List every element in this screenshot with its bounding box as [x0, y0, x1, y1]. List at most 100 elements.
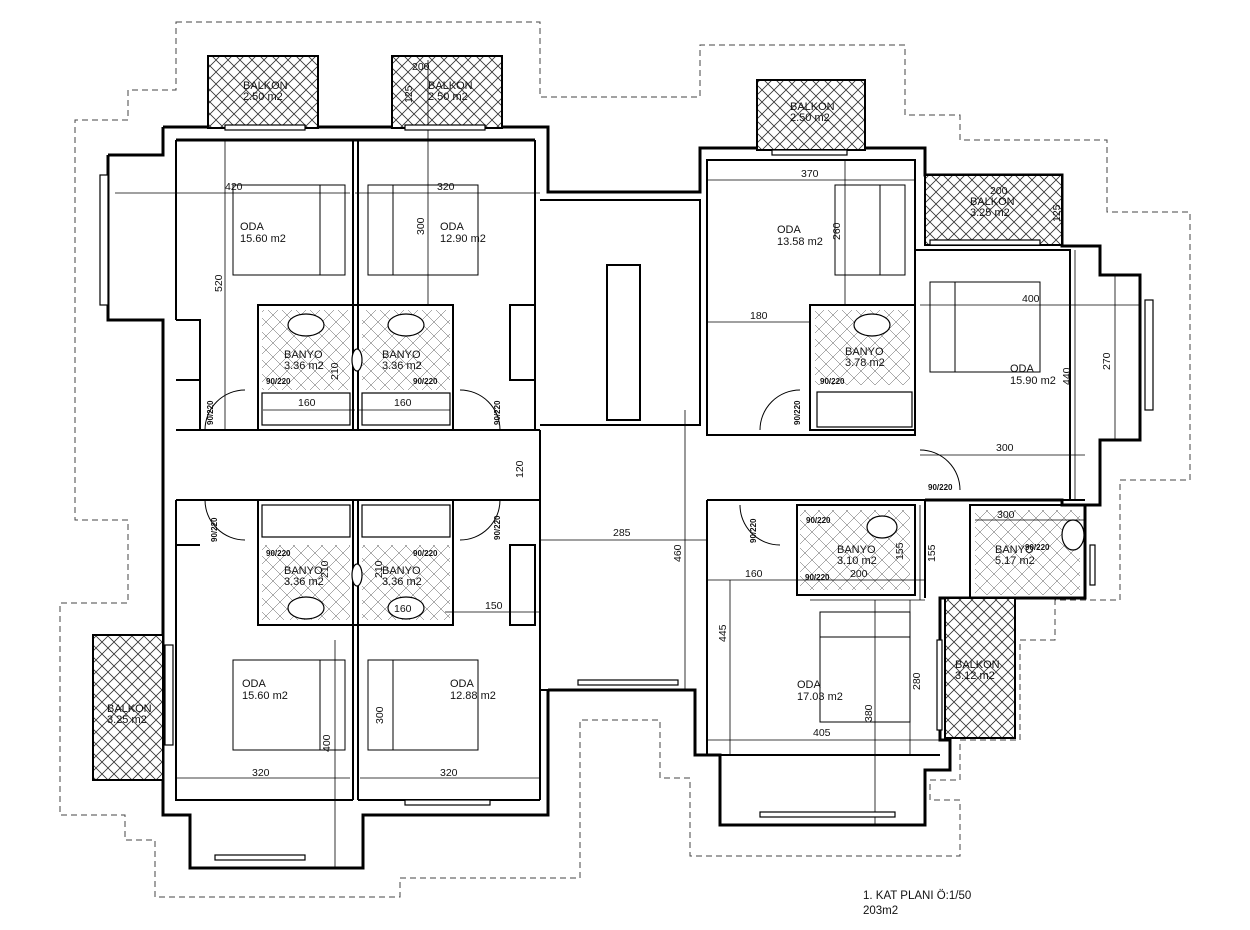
banyo-7-area: 5.17 m2 — [995, 555, 1035, 567]
dim-260: 260 — [831, 222, 843, 240]
banyo-1-area: 3.36 m2 — [284, 360, 324, 372]
banyo-2-area: 3.36 m2 — [382, 360, 422, 372]
banyo-6-area: 3.10 m2 — [837, 555, 877, 567]
dim-160-a: 160 — [298, 397, 316, 409]
balkon-6-name: BALKON — [107, 703, 152, 715]
door-4: 90/220 — [493, 400, 502, 425]
roof-outline — [59, 21, 1191, 898]
oda-s-name: ODA — [450, 678, 475, 690]
interior-walls — [175, 140, 1086, 801]
dim-460: 460 — [672, 544, 684, 562]
balkon-5-shape — [944, 597, 1016, 739]
room-labels: ODA 15.60 m2 ODA 12.90 m2 ODA 13.58 m2 O… — [107, 80, 1056, 726]
beds — [232, 184, 1041, 751]
dim-440: 440 — [1061, 367, 1073, 385]
balkon-4-shape — [924, 174, 1063, 246]
dim-320-sw: 320 — [252, 767, 270, 779]
banyo-7-name: BANYO — [995, 544, 1034, 556]
balkon-6-area: 3.25 m2 — [107, 714, 147, 726]
dim-160-c: 160 — [745, 568, 763, 580]
door-8: 90/220 — [210, 517, 219, 542]
dim-200-top: 200 — [412, 61, 430, 73]
balkon-5-name: BALKON — [955, 659, 1000, 671]
dim-200-c: 200 — [850, 568, 868, 580]
dim-400-sw: 400 — [321, 734, 333, 752]
dim-210-b2: 210 — [373, 560, 385, 578]
plan-title-block: 1. KAT PLANI Ö:1/50 203m2 — [863, 890, 971, 917]
banyo-3-name: BANYO — [845, 346, 884, 358]
plan-area: 203m2 — [863, 905, 898, 917]
balkon-4-name: BALKON — [970, 196, 1015, 208]
door-14: 90/220 — [1025, 543, 1050, 552]
banyo-6-name: BANYO — [837, 544, 876, 556]
dim-300-se: 300 — [997, 509, 1015, 521]
oda-se-name: ODA — [797, 679, 822, 691]
balkon-4-area: 3.25 m2 — [970, 207, 1010, 219]
dim-445: 445 — [717, 624, 729, 642]
oda-e-area: 15.90 m2 — [1010, 375, 1056, 387]
dim-180: 180 — [750, 310, 768, 322]
door-10: 90/220 — [266, 549, 291, 558]
dim-200-e: 200 — [990, 185, 1008, 197]
dim-405: 405 — [813, 727, 831, 739]
oda-ne-name: ODA — [777, 224, 802, 236]
banyo-4-area: 3.36 m2 — [284, 576, 324, 588]
oda-nw-name: ODA — [240, 221, 265, 233]
balkon-3-name: BALKON — [790, 101, 835, 113]
door-2: 90/220 — [413, 377, 438, 386]
dimension-lines — [115, 60, 1140, 868]
balkon-6-shape — [92, 634, 164, 781]
windows — [99, 124, 1154, 861]
bathroom-fixtures — [261, 313, 1085, 620]
dim-125-e: 125 — [1051, 204, 1063, 222]
oda-sw-area: 15.60 m2 — [242, 690, 288, 702]
dim-520: 520 — [213, 274, 225, 292]
oda-s-area: 12.88 m2 — [450, 690, 496, 702]
door-swings — [204, 389, 961, 546]
oda-e-name: ODA — [1010, 363, 1035, 375]
banyo-5-name: BANYO — [382, 565, 421, 577]
door-13: 90/220 — [806, 516, 831, 525]
oda-n-area: 12.90 m2 — [440, 233, 486, 245]
dim-320-top: 320 — [437, 181, 455, 193]
dim-160-d: 160 — [394, 603, 412, 615]
banyo-5-area: 3.36 m2 — [382, 576, 422, 588]
dim-210-top: 210 — [329, 362, 341, 380]
dim-400-e: 400 — [1022, 293, 1040, 305]
door-9: 90/220 — [493, 515, 502, 540]
door-15: 90/220 — [805, 573, 830, 582]
banyo-3-area: 3.78 m2 — [845, 357, 885, 369]
door-7: 90/220 — [928, 483, 953, 492]
oda-nw-area: 15.60 m2 — [240, 233, 286, 245]
door-11: 90/220 — [413, 549, 438, 558]
dim-125-top: 125 — [403, 85, 415, 103]
dim-300-top: 300 — [415, 217, 427, 235]
dim-285: 285 — [613, 527, 631, 539]
balkon-3-shape — [756, 79, 866, 151]
balkon-1-area: 2.50 m2 — [243, 91, 283, 103]
dim-155-b: 155 — [926, 544, 938, 562]
balkon-2-shape — [391, 55, 503, 129]
balkon-3-area: 2.50 m2 — [790, 112, 830, 124]
oda-se-area: 17.03 m2 — [797, 691, 843, 703]
door-12: 90/220 — [749, 518, 758, 543]
balkon-2-name: BALKON — [428, 80, 473, 92]
dim-150: 150 — [485, 600, 503, 612]
door-5: 90/220 — [820, 377, 845, 386]
dim-210-b1: 210 — [319, 560, 331, 578]
balkon-1-name: BALKON — [243, 80, 288, 92]
balkon-5-area: 3.12 m2 — [955, 670, 995, 682]
dim-280: 280 — [911, 672, 923, 690]
door-3: 90/220 — [206, 400, 215, 425]
oda-ne-area: 13.58 m2 — [777, 236, 823, 248]
balconies — [92, 55, 1063, 781]
plan-title: 1. KAT PLANI Ö:1/50 — [863, 890, 971, 902]
banyo-1-name: BANYO — [284, 349, 323, 361]
dim-420: 420 — [225, 181, 243, 193]
banyo-2-name: BANYO — [382, 349, 421, 361]
dim-300-s: 300 — [374, 706, 386, 724]
dim-370: 370 — [801, 168, 819, 180]
door-6: 90/220 — [793, 400, 802, 425]
dimension-texts: 420 320 520 300 160 160 210 370 260 180 … — [213, 61, 1113, 779]
